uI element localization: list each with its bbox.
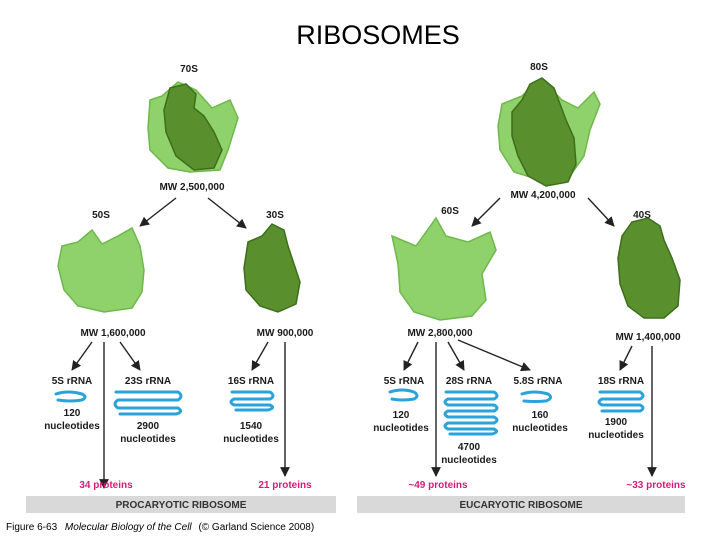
euk-rrna-58s-name: 5.8S rRNA xyxy=(514,376,563,387)
caption-credit: (© Garland Science 2008) xyxy=(198,522,314,533)
pro-bar-label: PROCARYOTIC RIBOSOME xyxy=(116,500,247,511)
euk-rrna-58s-count: 160 xyxy=(532,410,549,421)
pro-rrna-16s-name: 16S rRNA xyxy=(228,376,274,387)
figure-caption: Figure 6-63 Molecular Biology of the Cel… xyxy=(6,522,314,533)
euk-rrna-18s-name: 18S rRNA xyxy=(598,376,644,387)
euk-whole-label: 80S xyxy=(530,62,548,73)
pro-rrna-23s-name: 23S rRNA xyxy=(125,376,171,387)
pro-small-label: 30S xyxy=(266,210,284,221)
euk-rrna-5s-count: 120 xyxy=(393,410,410,421)
euk-40s-subunit xyxy=(617,217,681,319)
page-title: RIBOSOMES xyxy=(296,20,460,50)
euk-rrna-5s-name: 5S rRNA xyxy=(384,376,425,387)
pro-rrna-16s-count: 1540 xyxy=(240,421,263,432)
caption-book: Molecular Biology of the Cell xyxy=(65,522,193,533)
euk-bar xyxy=(357,496,685,513)
euk-rrna-28s-unit: nucleotides xyxy=(441,455,497,466)
pro-rrna-23s-squiggle xyxy=(113,390,183,416)
euk-rrna-18s-count: 1900 xyxy=(605,417,628,428)
euk-large-mw: MW 2,800,000 xyxy=(407,328,472,339)
pro-small-mw: MW 900,000 xyxy=(257,328,314,339)
euk-large-label: 60S xyxy=(441,206,459,217)
euk-rrna-28s-squiggle xyxy=(443,390,499,436)
pro-large-label: 50S xyxy=(92,210,110,221)
pro-rrna-5s-unit: nucleotides xyxy=(44,421,100,432)
pro-large-proteins: 34 proteins xyxy=(79,480,133,491)
euk-rrna-18s-unit: nucleotides xyxy=(588,430,644,441)
pro-rrna-23s-count: 2900 xyxy=(137,421,160,432)
pro-bar xyxy=(26,496,336,513)
pro-rrna-5s-count: 120 xyxy=(64,408,81,419)
pro-small-proteins: 21 proteins xyxy=(258,480,312,491)
euk-rrna-28s-name: 28S rRNA xyxy=(446,376,492,387)
euk-rrna-58s-unit: nucleotides xyxy=(512,423,568,434)
euk-bar-label: EUCARYOTIC RIBOSOME xyxy=(460,500,583,511)
pro-large-mw: MW 1,600,000 xyxy=(80,328,145,339)
euk-rrna-28s-count: 4700 xyxy=(458,442,481,453)
euk-60s-subunit xyxy=(390,216,497,321)
euk-rrna-5s-squiggle xyxy=(388,388,419,402)
euk-rrna-5s-unit: nucleotides xyxy=(373,423,429,434)
pro-70s-ribosome xyxy=(147,81,239,173)
pro-30s-subunit xyxy=(243,223,301,313)
pro-rrna-5s-squiggle xyxy=(54,390,87,403)
euk-rrna-18s-squiggle xyxy=(597,390,645,413)
euk-large-proteins: ~49 proteins xyxy=(408,480,468,491)
pro-rrna-16s-squiggle xyxy=(229,390,275,412)
euk-rrna-58s-squiggle xyxy=(520,390,553,403)
pro-whole-mw: MW 2,500,000 xyxy=(159,182,224,193)
euk-small-label: 40S xyxy=(633,210,651,221)
caption-figure: Figure 6-63 xyxy=(6,522,58,533)
pro-rrna-5s-name: 5S rRNA xyxy=(52,376,93,387)
pro-whole-label: 70S xyxy=(180,64,198,75)
euk-small-mw: MW 1,400,000 xyxy=(615,332,680,343)
euk-small-proteins: ~33 proteins xyxy=(626,480,686,491)
euk-80s-ribosome xyxy=(497,77,601,187)
pro-rrna-23s-unit: nucleotides xyxy=(120,434,176,445)
pro-50s-subunit xyxy=(57,226,145,313)
euk-whole-mw: MW 4,200,000 xyxy=(510,190,575,201)
pro-rrna-16s-unit: nucleotides xyxy=(223,434,279,445)
